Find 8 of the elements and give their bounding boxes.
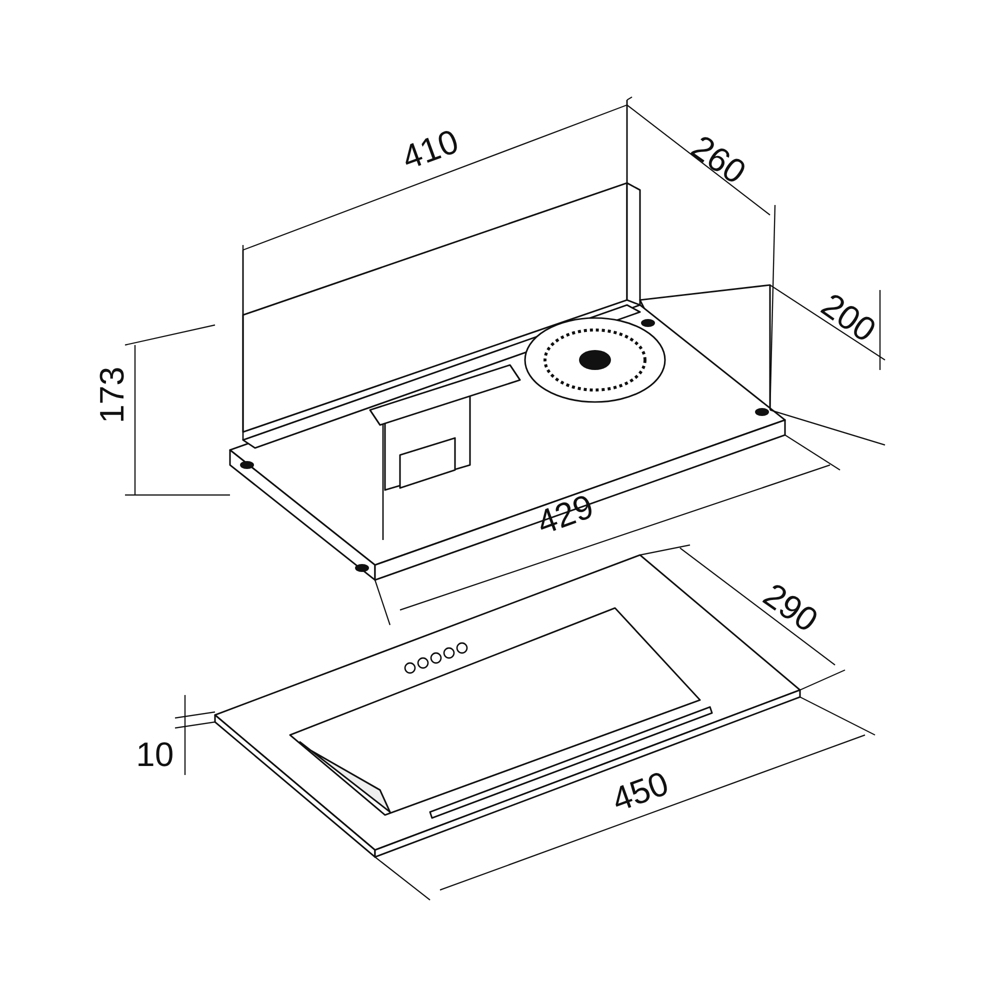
- dimension-label: 173: [94, 366, 129, 424]
- dimension-label: 260: [684, 130, 751, 190]
- dimension-label: 410: [397, 124, 462, 176]
- dimension-label: 450: [607, 766, 672, 818]
- dimension-label: 429: [532, 489, 598, 541]
- dimension-label: 290: [756, 578, 823, 638]
- dimension-label: 200: [814, 288, 881, 348]
- dimension-label: 10: [136, 738, 174, 772]
